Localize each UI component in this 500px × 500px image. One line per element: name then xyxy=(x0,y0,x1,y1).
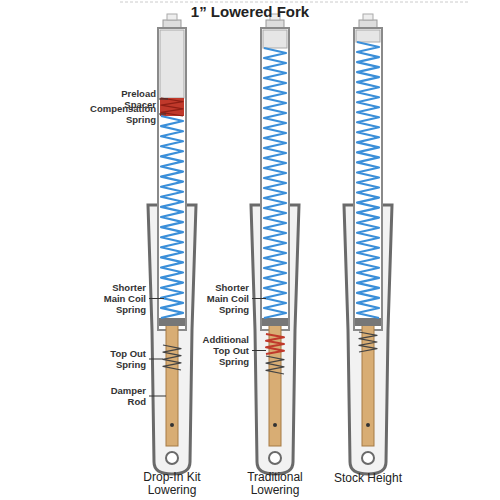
fork-cap xyxy=(359,20,377,28)
leader-line xyxy=(149,396,166,397)
inner-tube xyxy=(261,28,289,330)
fork-caption: Traditional Lowering xyxy=(225,471,325,497)
part-label: Damper Rod xyxy=(90,385,146,407)
preload-spacer xyxy=(356,30,380,42)
rod-hole xyxy=(170,423,174,427)
axle-eye xyxy=(269,452,281,464)
part-label: Compensation Spring xyxy=(90,103,156,125)
rod-hole xyxy=(366,423,370,427)
piston-head xyxy=(262,318,288,326)
main-coil-spring xyxy=(264,48,286,318)
leader-line xyxy=(149,298,164,299)
cap-bolt xyxy=(167,14,177,20)
frame-line xyxy=(120,2,470,3)
compensation-spring xyxy=(160,98,184,116)
rod-hole xyxy=(273,423,277,427)
leader-line xyxy=(252,298,266,299)
top-out-spring xyxy=(359,332,377,352)
inner-tube xyxy=(354,28,382,330)
top-out-spring xyxy=(266,356,284,374)
part-label: Top Out Spring xyxy=(90,348,146,370)
damper-rod xyxy=(166,322,178,446)
piston-head xyxy=(355,318,381,326)
part-label: Shorter Main Coil Spring xyxy=(90,282,146,315)
leader-line xyxy=(149,359,163,360)
fork-cap xyxy=(163,20,181,28)
fork-cap xyxy=(266,20,284,28)
part-label: Additional Top Out Spring xyxy=(199,334,249,367)
main-coil-spring xyxy=(357,42,379,318)
top-out-spring xyxy=(266,334,284,354)
piston-head xyxy=(159,318,185,326)
leader-line xyxy=(159,99,168,100)
leader-line xyxy=(159,114,166,115)
compensation-coil xyxy=(161,98,183,116)
preload-spacer xyxy=(160,30,184,98)
part-label: Shorter Main Coil Spring xyxy=(199,282,249,315)
inner-tube xyxy=(158,28,186,330)
fork-caption: Stock Height xyxy=(318,472,418,485)
axle-eye xyxy=(362,452,374,464)
cap-bolt xyxy=(363,14,373,20)
top-out-spring xyxy=(163,345,181,370)
preload-spacer xyxy=(263,30,287,48)
main-coil-spring xyxy=(161,116,183,318)
fork-caption: Drop-In Kit Lowering xyxy=(122,471,222,497)
leader-line xyxy=(252,350,266,351)
title: 1” Lowered Fork xyxy=(0,3,500,20)
axle-eye xyxy=(166,452,178,464)
